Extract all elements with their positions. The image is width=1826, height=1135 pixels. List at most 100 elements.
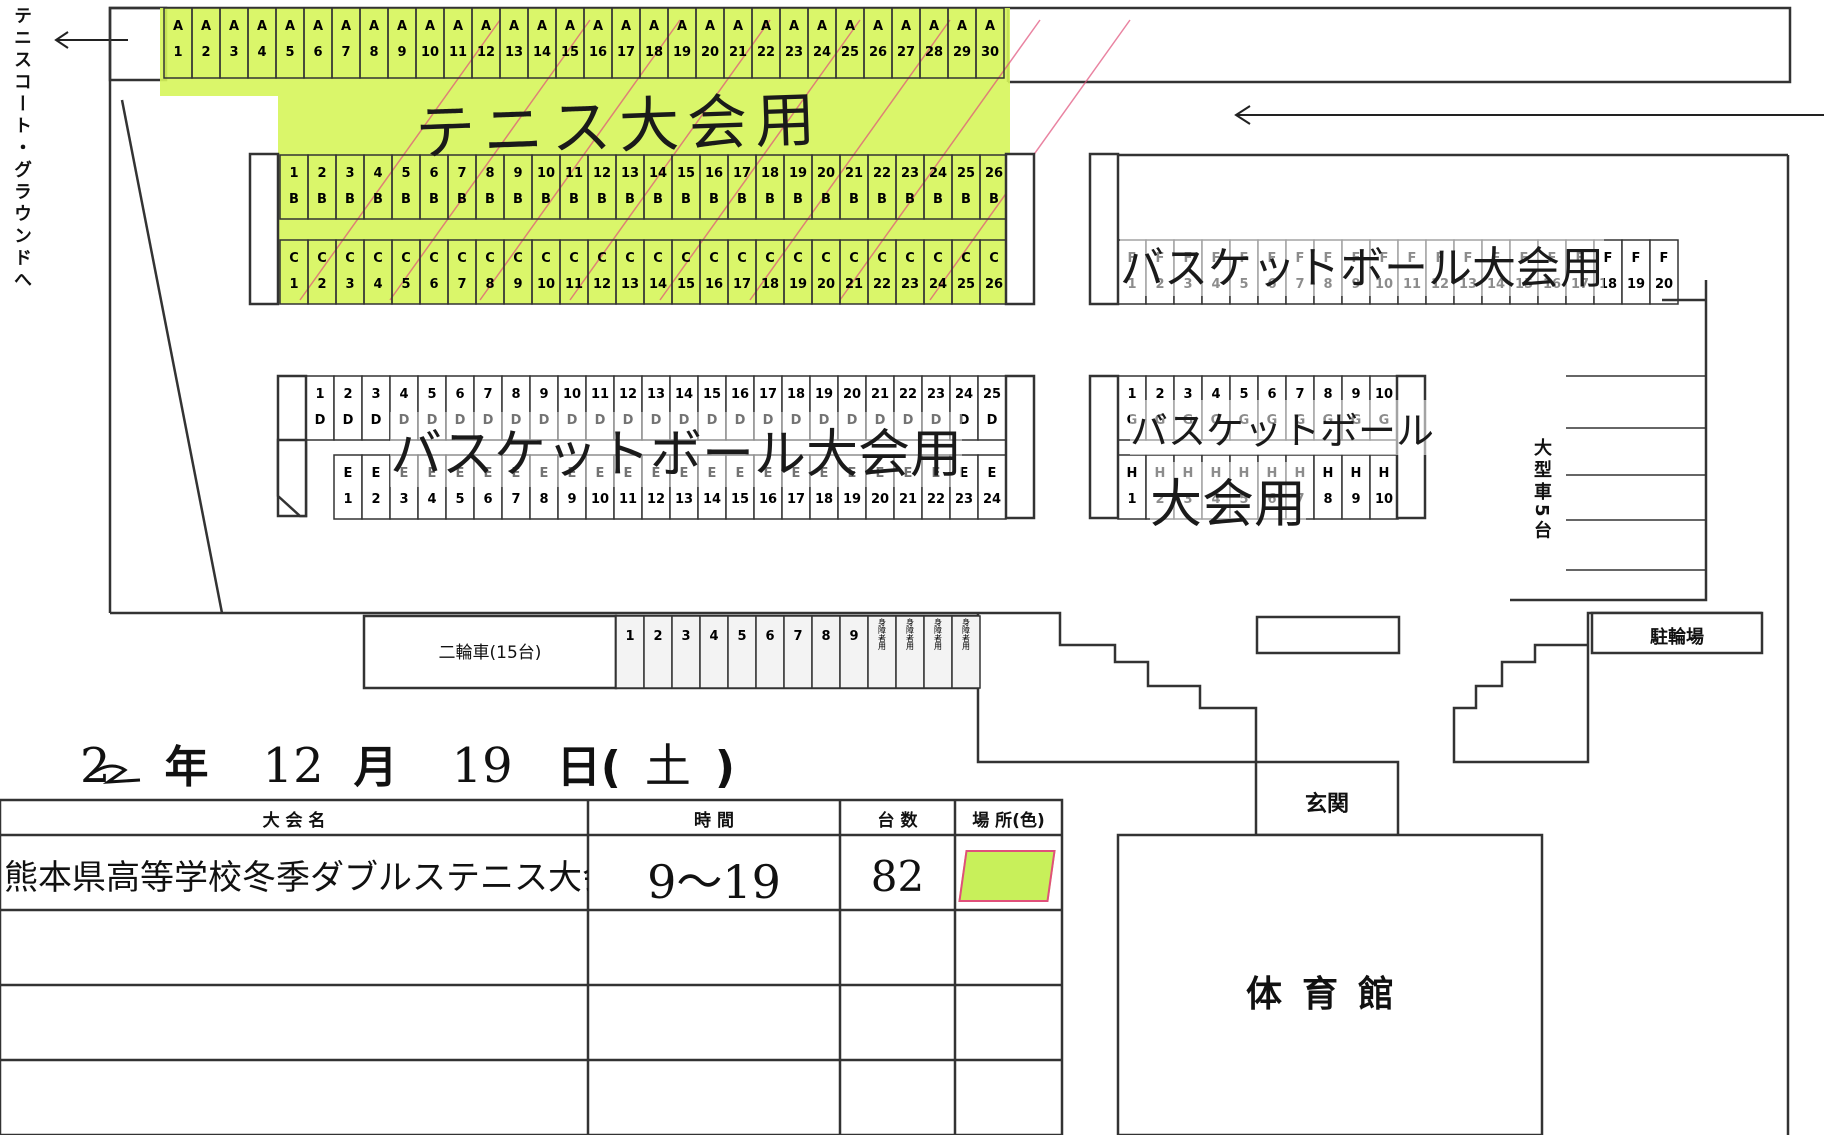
parking-stall[interactable] xyxy=(865,375,895,441)
parking-stall[interactable] xyxy=(893,375,923,441)
motorbike-stall[interactable] xyxy=(839,615,869,689)
motorbike-stall[interactable] xyxy=(615,615,645,689)
stall-label: 16 xyxy=(759,492,777,507)
motorbike-stall[interactable] xyxy=(727,615,757,689)
parking-stall[interactable] xyxy=(949,375,979,441)
parking-stall[interactable] xyxy=(1621,239,1651,305)
parking-stall[interactable] xyxy=(1649,239,1679,305)
stall-label: 6 xyxy=(313,45,322,60)
stall-label: 17 xyxy=(759,387,777,402)
stall-label: 14 xyxy=(533,45,551,60)
motorbike-stall[interactable] xyxy=(643,615,673,689)
stall-label: 6 xyxy=(455,387,464,402)
motorbike-stall[interactable] xyxy=(783,615,813,689)
parking-stall[interactable] xyxy=(333,454,363,520)
stall-label: 8 xyxy=(539,492,548,507)
parking-stall[interactable] xyxy=(529,454,559,520)
stall-label: C xyxy=(653,251,663,266)
stall-label: D xyxy=(959,413,970,428)
date-weekday: 土 xyxy=(644,739,691,793)
accessible-stall[interactable] xyxy=(895,615,925,689)
stall-label: B xyxy=(373,192,383,207)
stall-label: 22 xyxy=(757,45,775,60)
accessible-stall-label: 身障者用 xyxy=(934,617,943,651)
parking-stall[interactable] xyxy=(697,454,727,520)
accessible-stall[interactable] xyxy=(951,615,981,689)
stall-label: E xyxy=(960,466,969,481)
parking-stall[interactable] xyxy=(921,454,951,520)
parking-stall[interactable] xyxy=(389,375,419,441)
parking-stall[interactable] xyxy=(1369,454,1399,520)
stall-label: 20 xyxy=(1655,277,1673,292)
parking-stall[interactable] xyxy=(305,375,335,441)
parking-stall[interactable] xyxy=(1313,454,1343,520)
table-header-event-name: 大 会 名 xyxy=(262,811,326,831)
parking-stall[interactable] xyxy=(669,454,699,520)
parking-stall[interactable] xyxy=(641,454,671,520)
stall-label: E xyxy=(904,466,913,481)
stall-label: 9 xyxy=(513,166,522,181)
parking-stall[interactable] xyxy=(361,375,391,441)
stall-label: B xyxy=(849,192,859,207)
parking-stall[interactable] xyxy=(809,454,839,520)
stall-label: F xyxy=(1604,251,1613,266)
stall-label: 25 xyxy=(957,277,975,292)
stall-label: 9 xyxy=(397,45,406,60)
parking-stall[interactable] xyxy=(1117,454,1147,520)
parking-stall[interactable] xyxy=(417,454,447,520)
stall-label: 13 xyxy=(647,387,665,402)
stall-label: E xyxy=(820,466,829,481)
parking-stall[interactable] xyxy=(445,454,475,520)
parking-stall[interactable] xyxy=(473,375,503,441)
accessible-stall[interactable] xyxy=(923,615,953,689)
parking-stall[interactable] xyxy=(809,375,839,441)
stall-label: 10 xyxy=(1375,492,1393,507)
parking-stall[interactable] xyxy=(837,375,867,441)
table-row-time: 9～19 xyxy=(647,855,781,909)
parking-stall[interactable] xyxy=(361,454,391,520)
parking-stall[interactable] xyxy=(977,375,1007,441)
basketball-event-note-f: バスケットボール大会用 xyxy=(1120,232,1604,296)
stall-label: E xyxy=(792,466,801,481)
stall-label: 26 xyxy=(985,166,1003,181)
parking-stall[interactable] xyxy=(837,454,867,520)
lot-outline xyxy=(108,6,1792,1135)
parking-stall[interactable] xyxy=(333,375,363,441)
stall-label: 13 xyxy=(621,166,639,181)
stall-label: 30 xyxy=(981,45,999,60)
parking-stall[interactable] xyxy=(529,375,559,441)
parking-stall[interactable] xyxy=(949,454,979,520)
gymnasium-label: 体育館 xyxy=(1245,974,1414,1015)
parking-stall[interactable] xyxy=(445,375,475,441)
stall-label: B xyxy=(653,192,663,207)
motorbike-stall[interactable] xyxy=(811,615,841,689)
stall-label: 9 xyxy=(1351,387,1360,402)
parking-stall[interactable] xyxy=(613,454,643,520)
parking-stall[interactable] xyxy=(669,375,699,441)
stall-label: 22 xyxy=(899,387,917,402)
parking-stall[interactable] xyxy=(1341,454,1371,520)
stall-label: 21 xyxy=(845,277,863,292)
stall-label: 5 xyxy=(401,166,410,181)
stall-label: F xyxy=(1632,251,1641,266)
accessible-stall[interactable] xyxy=(867,615,897,689)
stall-label: 12 xyxy=(647,492,665,507)
stall-label: 18 xyxy=(645,45,663,60)
parking-stall[interactable] xyxy=(501,375,531,441)
parking-stall[interactable] xyxy=(641,375,671,441)
stall-label: 7 xyxy=(457,166,466,181)
stall-label: 7 xyxy=(457,277,466,292)
motorbike-stall[interactable] xyxy=(755,615,785,689)
island-cap xyxy=(248,152,280,306)
motorbike-stall[interactable] xyxy=(671,615,701,689)
stall-label: D xyxy=(679,413,690,428)
parking-stall[interactable] xyxy=(585,375,615,441)
parking-stall[interactable] xyxy=(473,454,503,520)
motorbike-stall[interactable] xyxy=(699,615,729,689)
parking-stall[interactable] xyxy=(893,454,923,520)
parking-stall[interactable] xyxy=(697,375,727,441)
parking-stall[interactable] xyxy=(975,7,1005,79)
event-date: 2 年 12 月 19 日( 土 ) xyxy=(80,730,735,796)
parking-stall[interactable] xyxy=(977,454,1007,520)
stall-label: B xyxy=(709,192,719,207)
